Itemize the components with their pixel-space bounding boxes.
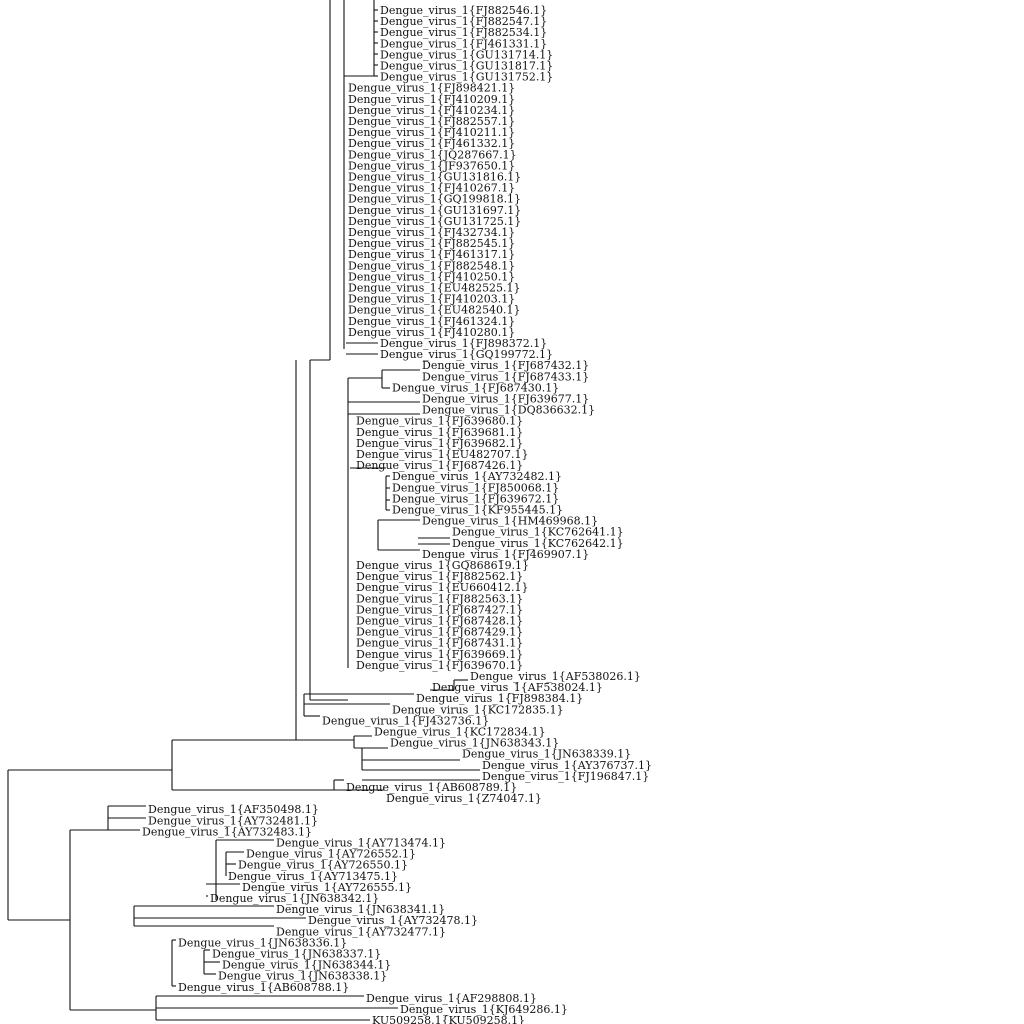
- leaf-label: Dengue_virus_1{FJ882548.1}: [348, 259, 515, 272]
- leaf-label: Dengue_virus_1{FJ882562.1}: [356, 570, 523, 583]
- leaf-label: Dengue_virus_1{FJ687430.1}: [392, 381, 559, 394]
- leaf-label: Dengue_virus_1{FJ687428.1}: [356, 615, 523, 628]
- leaf-label: Dengue_virus_1{FJ898384.1}: [416, 692, 583, 705]
- leaf-label: Dengue_virus_1{KC172835.1}: [392, 703, 564, 716]
- leaf-label: Dengue_virus_1{JN638342.1}: [210, 892, 379, 905]
- leaf-label: Dengue_virus_1{FJ882563.1}: [356, 592, 523, 605]
- leaf-label: Dengue_virus_1{FJ687432.1}: [422, 359, 589, 372]
- leaf-label: Dengue_virus_1{FJ461331.1}: [380, 37, 547, 50]
- tree-branches: [7, 0, 480, 1021]
- leaf-label: Dengue_virus_1{FJ461332.1}: [348, 137, 515, 150]
- leaf-label: Dengue_virus_1{FJ469907.1}: [422, 548, 589, 561]
- leaf-label: Dengue_virus_1{AY732482.1}: [392, 470, 562, 483]
- leaf-label: Dengue_virus_1{FJ639682.1}: [356, 437, 523, 450]
- leaf-label: Dengue_virus_1{GQ868619.1}: [356, 559, 529, 572]
- leaf-label: Dengue_virus_1{GU131725.1}: [348, 215, 521, 228]
- leaf-label: Dengue_virus_1{EU482525.1}: [348, 282, 521, 295]
- leaf-label: Dengue_virus_1{AY732477.1}: [276, 925, 446, 938]
- leaf-label: Dengue_virus_1{KF955445.1}: [392, 504, 563, 517]
- leaf-label: Dengue_virus_1{FJ882534.1}: [380, 26, 547, 39]
- leaf-label: Dengue_virus_1{FJ639669.1}: [356, 648, 523, 661]
- leaf-label: Dengue_virus_1{FJ410234.1}: [348, 104, 515, 117]
- leaf-label: Dengue_virus_1{JN638343.1}: [390, 737, 559, 750]
- leaf-label: Dengue_virus_1{FJ639681.1}: [356, 426, 523, 439]
- leaf-label: Dengue_virus_1{AF538026.1}: [470, 670, 641, 683]
- leaf-label: Dengue_virus_1{GU131817.1}: [380, 60, 553, 73]
- leaf-label: Dengue_virus_1{AY376737.1}: [482, 759, 652, 772]
- leaf-label: Dengue_virus_1{FJ410211.1}: [348, 126, 515, 139]
- leaf-label: Dengue_virus_1{FJ898372.1}: [380, 337, 547, 350]
- leaf-label: Dengue_virus_1{KJ649286.1}: [400, 1003, 568, 1016]
- leaf-label: Dengue_virus_1{FJ687431.1}: [356, 637, 523, 650]
- leaf-label: Dengue_virus_1{FJ410203.1}: [348, 293, 515, 306]
- leaf-label: Dengue_virus_1{AF350498.1}: [148, 803, 319, 816]
- leaf-label: Dengue_virus_1{EU660412.1}: [356, 581, 529, 594]
- leaf-label: Dengue_virus_1{AY713475.1}: [228, 870, 398, 883]
- leaf-label: Dengue_virus_1{AY726555.1}: [242, 881, 412, 894]
- leaf-label: Dengue_virus_1{FJ687427.1}: [356, 603, 523, 616]
- leaf-label: Dengue_virus_1{FJ410280.1}: [348, 326, 515, 339]
- leaf-label: Dengue_virus_1{EU482540.1}: [348, 304, 521, 317]
- leaf-label: Dengue_virus_1{FJ410250.1}: [348, 270, 515, 283]
- leaf-label: Dengue_virus_1{EU482707.1}: [356, 448, 529, 461]
- leaf-label: Dengue_virus_1{FJ639670.1}: [356, 659, 523, 672]
- leaf-label: Dengue_virus_1{JF937650.1}: [348, 159, 515, 172]
- leaf-label: Dengue_virus_1{AY726550.1}: [238, 859, 408, 872]
- leaf-label: Dengue_virus_1{AF538024.1}: [432, 681, 603, 694]
- leaf-label: Dengue_virus_1{FJ410267.1}: [348, 182, 515, 195]
- leaf-label: Dengue_virus_1{JN638338.1}: [218, 970, 387, 983]
- leaf-label: Dengue_virus_1{FJ882557.1}: [348, 115, 515, 128]
- leaf-label: Dengue_virus_1{FJ196847.1}: [482, 770, 649, 783]
- leaf-label: Dengue_virus_1{AB608788.1}: [178, 981, 349, 994]
- leaf-label: Dengue_virus_1{AB608789.1}: [346, 781, 517, 794]
- leaf-label: Dengue_virus_1{FJ687429.1}: [356, 626, 523, 639]
- leaf-label: Dengue_virus_1{FJ687426.1}: [356, 459, 523, 472]
- leaf-label: Dengue_virus_1{GU131752.1}: [380, 71, 553, 84]
- leaf-label: Dengue_virus_1{KC762642.1}: [452, 537, 624, 550]
- leaf-label: Dengue_virus_1{GQ199772.1}: [380, 348, 553, 361]
- leaf-label: Dengue_virus_1{FJ639680.1}: [356, 415, 523, 428]
- leaf-label: Dengue_virus_1{JN638337.1}: [212, 948, 381, 961]
- leaf-label: Dengue_virus_1{FJ850068.1}: [392, 481, 559, 494]
- leaf-label: Dengue_virus_1{FJ432734.1}: [348, 226, 515, 239]
- leaf-label: Dengue_virus_1{Z74047.1}: [386, 792, 542, 805]
- leaf-label: Dengue_virus_1{FJ882546.1}: [380, 4, 547, 17]
- leaf-label: KU509258.1{KU509258.1}: [372, 1014, 525, 1024]
- leaf-label: Dengue_virus_1{HM469968.1}: [422, 515, 598, 528]
- leaf-label: Dengue_virus_1{JN638344.1}: [222, 959, 391, 972]
- leaf-label: Dengue_virus_1{FJ882547.1}: [380, 15, 547, 28]
- leaf-label: Dengue_virus_1{GU131697.1}: [348, 204, 521, 217]
- leaf-label: Dengue_virus_1{KC172834.1}: [374, 726, 546, 739]
- leaf-label: Dengue_virus_1{AF298808.1}: [366, 992, 537, 1005]
- leaf-label: Dengue_virus_1{KC762641.1}: [452, 526, 624, 539]
- leaf-label: Dengue_virus_1{JQ287667.1}: [348, 148, 517, 161]
- leaf-label: Dengue_virus_1{GU131714.1}: [380, 48, 553, 61]
- leaf-label: Dengue_virus_1{JN638341.1}: [276, 903, 445, 916]
- leaf-label: Dengue_virus_1{JN638339.1}: [462, 748, 631, 761]
- leaf-label: Dengue_virus_1{FJ461317.1}: [348, 248, 515, 261]
- leaf-label: Dengue_virus_1{FJ410209.1}: [348, 93, 515, 106]
- leaf-label: Dengue_virus_1{DQ836632.1}: [422, 404, 595, 417]
- leaf-label: Dengue_virus_1{FJ432736.1}: [322, 714, 489, 727]
- leaf-label: Dengue_virus_1{FJ639672.1}: [392, 492, 559, 505]
- leaf-label: Dengue_virus_1{FJ639677.1}: [422, 393, 589, 406]
- leaf-label: Dengue_virus_1{GQ199818.1}: [348, 193, 521, 206]
- leaf-label: Dengue_virus_1{AY732478.1}: [308, 914, 478, 927]
- leaf-label: Dengue_virus_1{AY713474.1}: [276, 837, 446, 850]
- leaf-label: Dengue_virus_1{FJ461324.1}: [348, 315, 515, 328]
- leaf-labels: Dengue_virus_1{FJ882546.1}Dengue_virus_1…: [142, 4, 652, 1024]
- leaf-label: Dengue_virus_1{FJ898421.1}: [348, 82, 515, 95]
- leaf-label: Dengue_virus_1{GU131816.1}: [348, 171, 521, 184]
- leaf-label: Dengue_virus_1{FJ687433.1}: [422, 370, 589, 383]
- leaf-label: Dengue_virus_1{AY726552.1}: [246, 848, 416, 861]
- leaf-label: Dengue_virus_1{AY732481.1}: [148, 814, 318, 827]
- leaf-label: Dengue_virus_1{FJ882545.1}: [348, 237, 515, 250]
- leaf-label: Dengue_virus_1{JN638336.1}: [178, 936, 347, 949]
- leaf-label: Dengue_virus_1{AY732483.1}: [142, 825, 312, 838]
